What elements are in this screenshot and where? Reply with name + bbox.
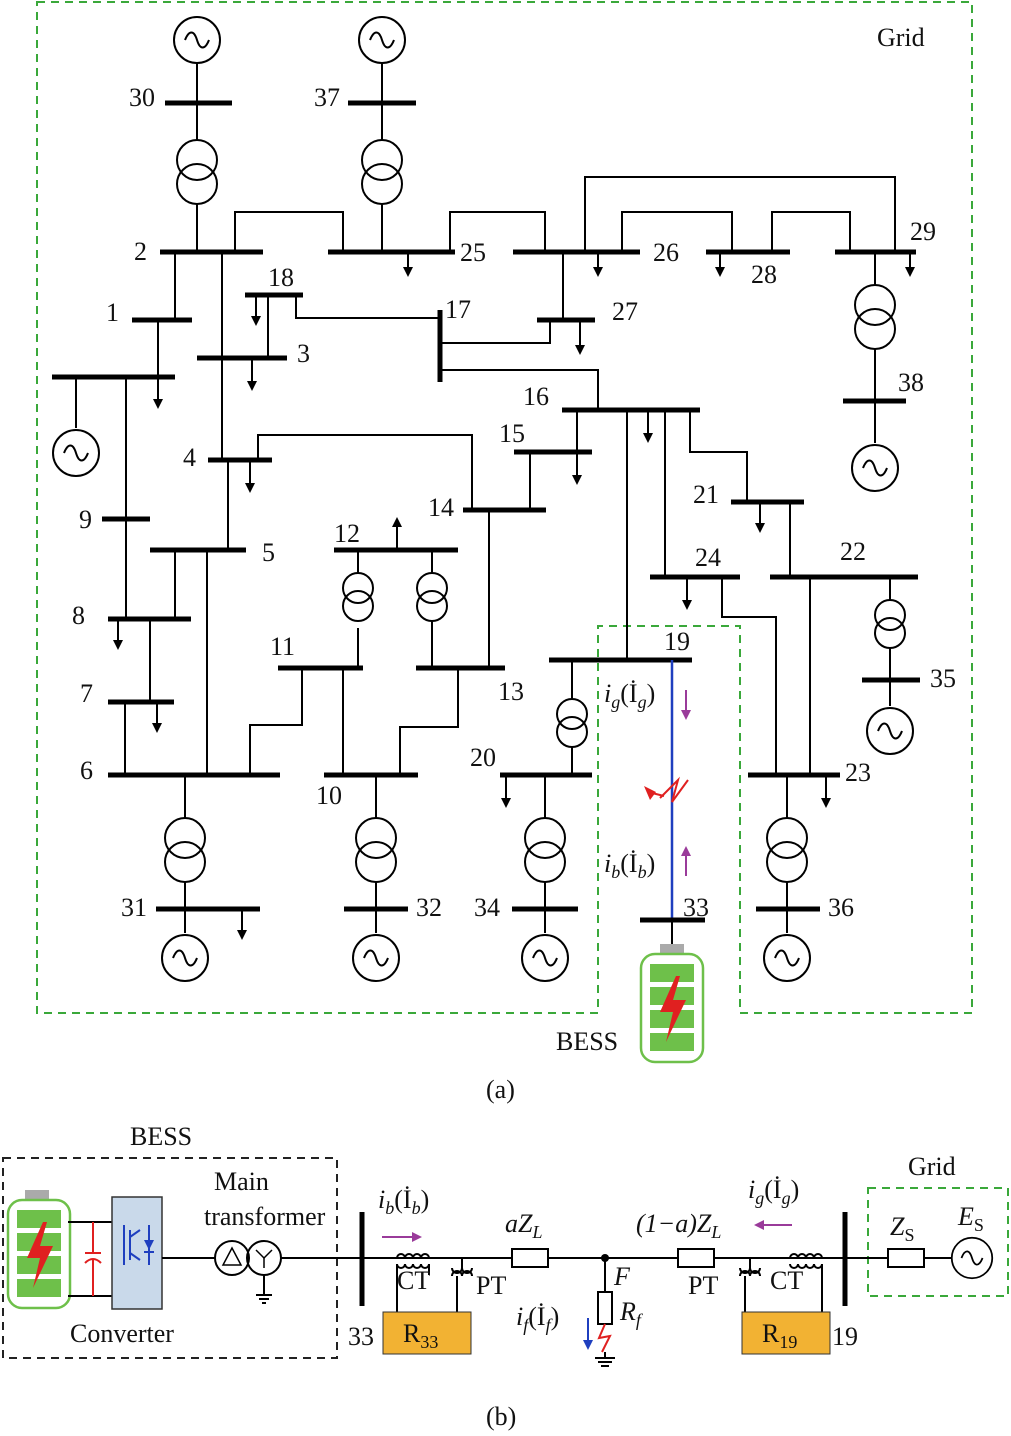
one-minus-aZL-label: (1−a)ZL xyxy=(636,1209,721,1242)
relay-r33 xyxy=(382,1311,472,1355)
gen-36 xyxy=(756,775,820,982)
caption-b: (b) xyxy=(486,1402,516,1431)
label-bus-33: 33 xyxy=(683,893,709,922)
label-bus-22: 22 xyxy=(840,537,866,566)
label-bus-12: 12 xyxy=(334,519,360,548)
grid-label-a: Grid xyxy=(877,23,925,52)
bess-label-a: BESS xyxy=(556,1027,618,1056)
label-bus-23: 23 xyxy=(845,758,871,787)
ig-label-b: ig(İg) xyxy=(748,1175,799,1208)
grid-equivalent-boundary xyxy=(867,1187,1009,1297)
gen-34 xyxy=(512,775,578,982)
label-bus-6: 6 xyxy=(80,756,93,785)
label-bus-8: 8 xyxy=(72,601,85,630)
panel-a: Grid xyxy=(36,1,973,1104)
gen-30 xyxy=(165,16,232,252)
label-bus-34: 34 xyxy=(474,893,500,922)
gen-35 xyxy=(866,707,914,755)
grid-label-b: Grid xyxy=(908,1152,956,1181)
label-bus-3: 3 xyxy=(297,339,310,368)
label-bus-11: 11 xyxy=(270,632,295,661)
label-bus-14: 14 xyxy=(428,493,454,522)
label-bus-29: 29 xyxy=(910,217,936,246)
label-bus-30: 30 xyxy=(129,83,155,112)
label-bus-24: 24 xyxy=(695,543,721,572)
label-bus-35: 35 xyxy=(930,664,956,693)
label-bus-31: 31 xyxy=(121,893,147,922)
gen-32 xyxy=(344,775,408,982)
caption-a: (a) xyxy=(486,1075,515,1104)
label-bus-37: 37 xyxy=(314,83,340,112)
label-bus-36: 36 xyxy=(828,893,854,922)
gen-31 xyxy=(156,775,260,982)
main-transformer-label-2: transformer xyxy=(204,1202,326,1231)
fault-symbol-a xyxy=(644,776,689,803)
panel-b: BESS Converter xyxy=(2,1122,1009,1431)
label-bus-21: 21 xyxy=(693,480,719,509)
label-bus-15: 15 xyxy=(499,419,525,448)
converter-block xyxy=(111,1196,163,1310)
relay-r19-label: R19 xyxy=(762,1319,797,1352)
ct-right-label: CT xyxy=(770,1266,803,1295)
pt-left-label: PT xyxy=(476,1271,506,1300)
relay-r19 xyxy=(741,1311,831,1355)
ig-label-a: ig(İg) xyxy=(604,679,655,712)
label-bus-17: 17 xyxy=(445,295,471,324)
label-bus-20: 20 xyxy=(470,743,496,772)
grid-boundary xyxy=(36,1,973,1014)
fault-resistance xyxy=(597,1291,613,1325)
aZL-label: aZL xyxy=(505,1209,542,1242)
label-bus-33-b: 33 xyxy=(348,1322,374,1351)
label-bus-28: 28 xyxy=(751,260,777,289)
label-bus-26: 26 xyxy=(653,238,679,267)
rf-label: Rf xyxy=(619,1297,644,1330)
bess-battery-b xyxy=(6,1190,72,1310)
gen-39 xyxy=(52,429,100,477)
label-bus-27: 27 xyxy=(612,297,638,326)
zs-label: ZS xyxy=(890,1212,914,1245)
label-bus-19-b: 19 xyxy=(832,1322,858,1351)
main-transformer-label-1: Main xyxy=(214,1167,269,1196)
ct-left-label: CT xyxy=(397,1266,430,1295)
bess-battery-a xyxy=(639,944,705,1064)
label-bus-4: 4 xyxy=(183,443,196,472)
fault-node-label: F xyxy=(613,1262,631,1291)
label-bus-32: 32 xyxy=(416,893,442,922)
label-bus-13: 13 xyxy=(498,677,524,706)
label-bus-18: 18 xyxy=(268,263,294,292)
es-label: ES xyxy=(957,1202,984,1235)
converter-label: Converter xyxy=(70,1319,174,1348)
ib-label-b: ib(İb) xyxy=(378,1185,429,1218)
fault-symbol-b xyxy=(597,1323,612,1353)
label-bus-2: 2 xyxy=(134,237,147,266)
label-bus-19: 19 xyxy=(664,627,690,656)
label-bus-16: 16 xyxy=(523,382,549,411)
pt-right-label: PT xyxy=(688,1271,718,1300)
label-bus-25: 25 xyxy=(460,238,486,267)
ib-label-a: ib(İb) xyxy=(604,849,655,882)
main-transformer xyxy=(214,1240,282,1304)
impedance-aZL xyxy=(511,1248,549,1268)
source-es xyxy=(950,1236,994,1280)
impedance-zs xyxy=(887,1248,925,1268)
impedance-1-aZL xyxy=(677,1248,715,1268)
gen-37 xyxy=(348,16,416,252)
if-label: if(İf) xyxy=(516,1302,559,1335)
label-bus-10: 10 xyxy=(316,781,342,810)
label-bus-7: 7 xyxy=(80,679,93,708)
label-bus-1: 1 xyxy=(106,298,119,327)
bess-label-b: BESS xyxy=(130,1122,192,1151)
relay-r33-label: R33 xyxy=(403,1319,438,1352)
gen-38 xyxy=(843,252,906,492)
label-bus-9: 9 xyxy=(79,505,92,534)
label-bus-5: 5 xyxy=(262,538,275,567)
label-bus-38: 38 xyxy=(898,368,924,397)
